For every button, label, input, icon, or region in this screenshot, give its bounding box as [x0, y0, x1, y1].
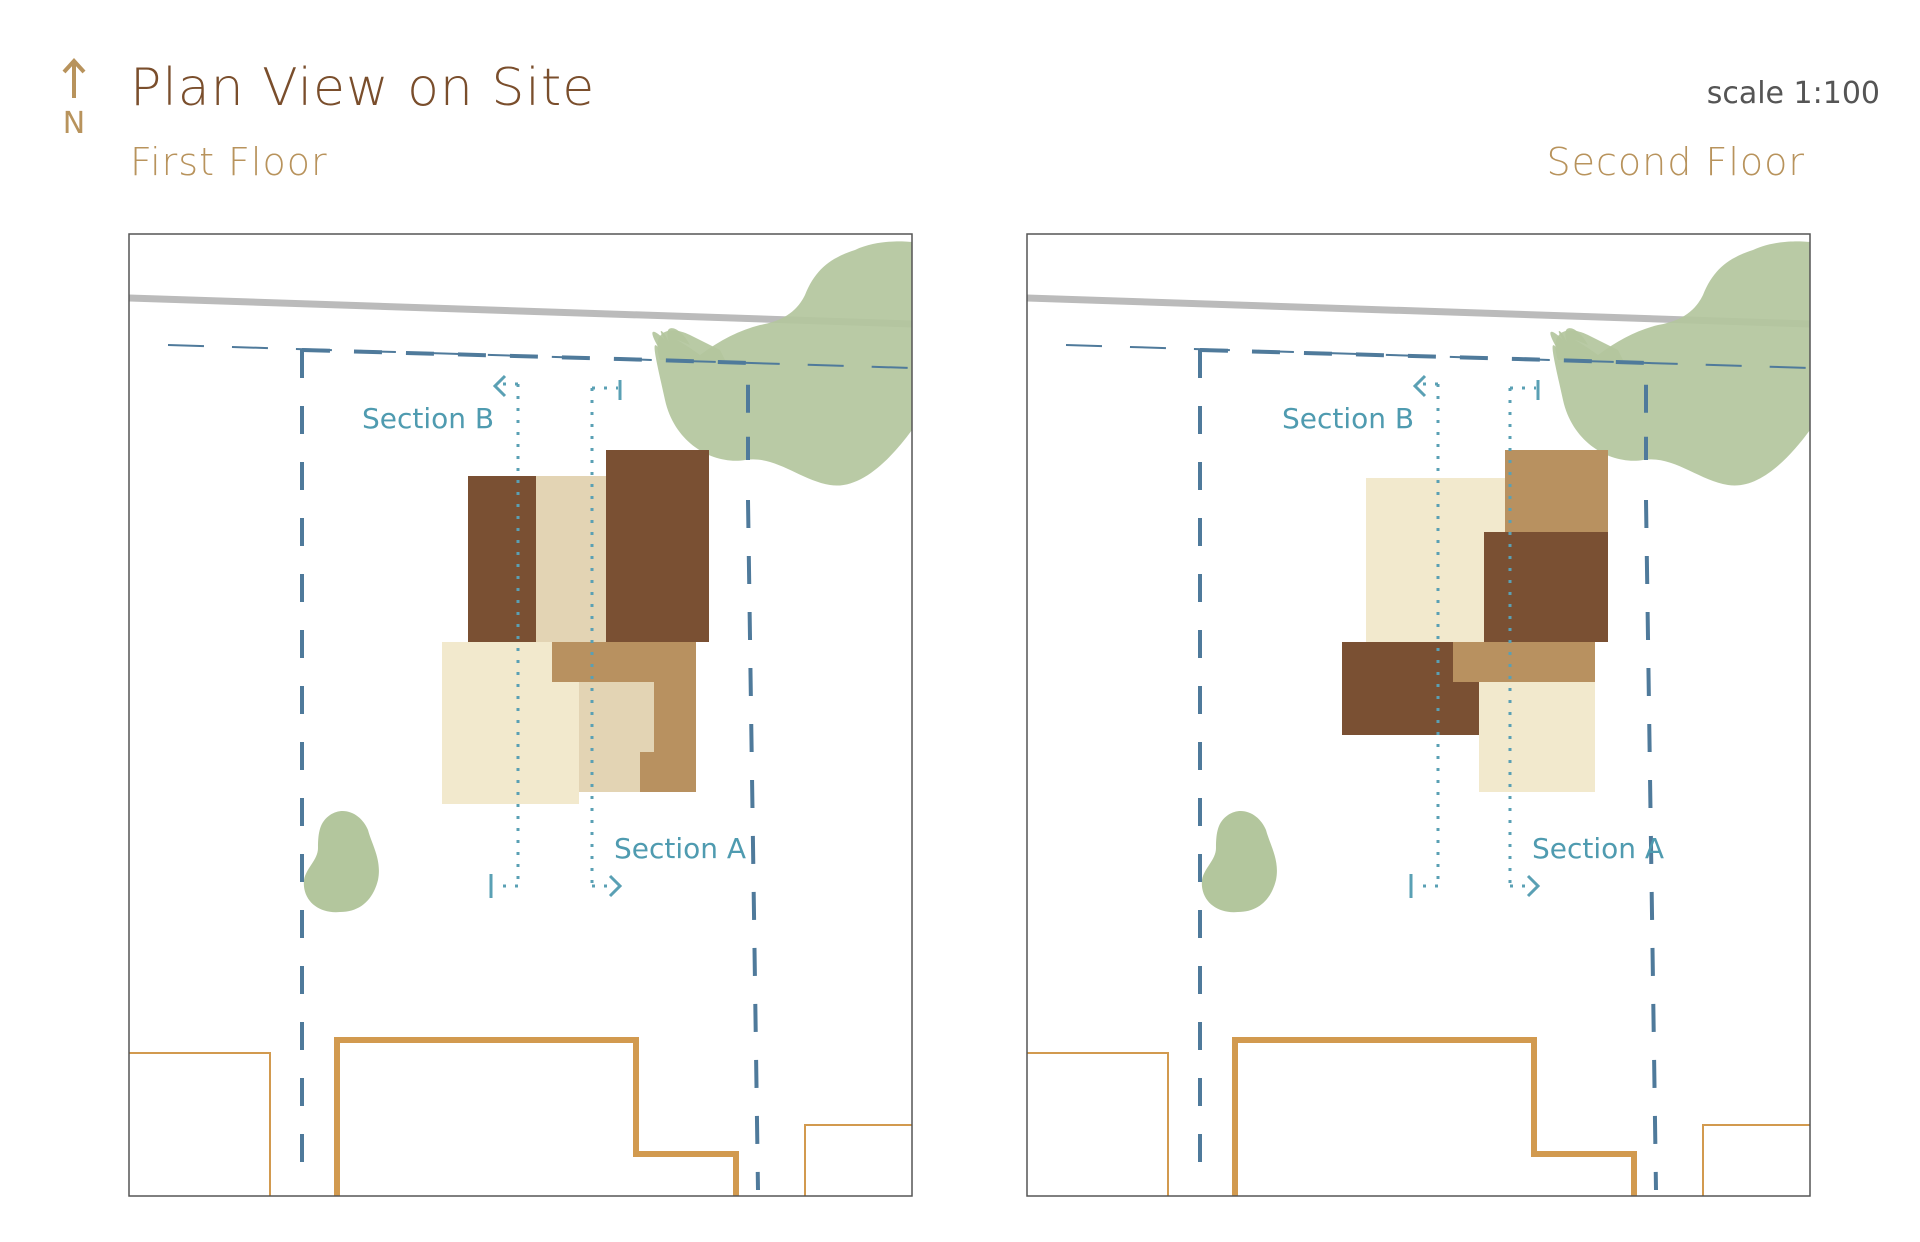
first-floor-plan: Section B Section A: [128, 233, 913, 1197]
section-lines: [489, 374, 623, 898]
arrow-up-icon: [62, 58, 86, 98]
section-a-label: Section A: [1532, 832, 1664, 865]
page-title: Plan View on Site: [130, 58, 596, 118]
section-b-arrow-icon: [1412, 374, 1427, 398]
plan-frame: [128, 233, 913, 1197]
second-floor-plan: Section B Section A: [1026, 233, 1811, 1197]
section-a-label: Section A: [614, 832, 746, 865]
first-floor-label: First Floor: [130, 140, 328, 184]
neighbor-building: [1232, 1037, 1637, 1196]
second-floor-label: Second Floor: [1546, 140, 1805, 184]
section-b-label: Section B: [362, 402, 494, 435]
north-label: N: [62, 106, 86, 141]
tree-large: [652, 241, 912, 486]
north-arrow: N: [56, 56, 92, 146]
tree-large: [1550, 241, 1810, 486]
building-first-floor: [442, 450, 709, 804]
tree-small: [1201, 810, 1277, 913]
tree-small: [303, 810, 379, 913]
section-b-label: Section B: [1282, 402, 1414, 435]
section-b-arrow-icon: [492, 374, 507, 398]
setback-lines: [1065, 344, 1811, 1191]
neighbor-right: [1702, 1124, 1810, 1196]
neighbor-right: [804, 1124, 912, 1196]
plan-frame: [1026, 233, 1811, 1197]
setback-lines: [167, 344, 913, 1191]
neighbor-left: [1027, 1052, 1169, 1196]
section-a-arrow-icon: [608, 874, 623, 898]
section-a-arrow-icon: [1526, 874, 1541, 898]
scale-label: scale 1:100: [1706, 76, 1880, 111]
section-lines: [1409, 374, 1541, 898]
building-second-floor: [1342, 450, 1608, 792]
neighbor-left: [129, 1052, 271, 1196]
neighbor-building: [334, 1037, 739, 1196]
